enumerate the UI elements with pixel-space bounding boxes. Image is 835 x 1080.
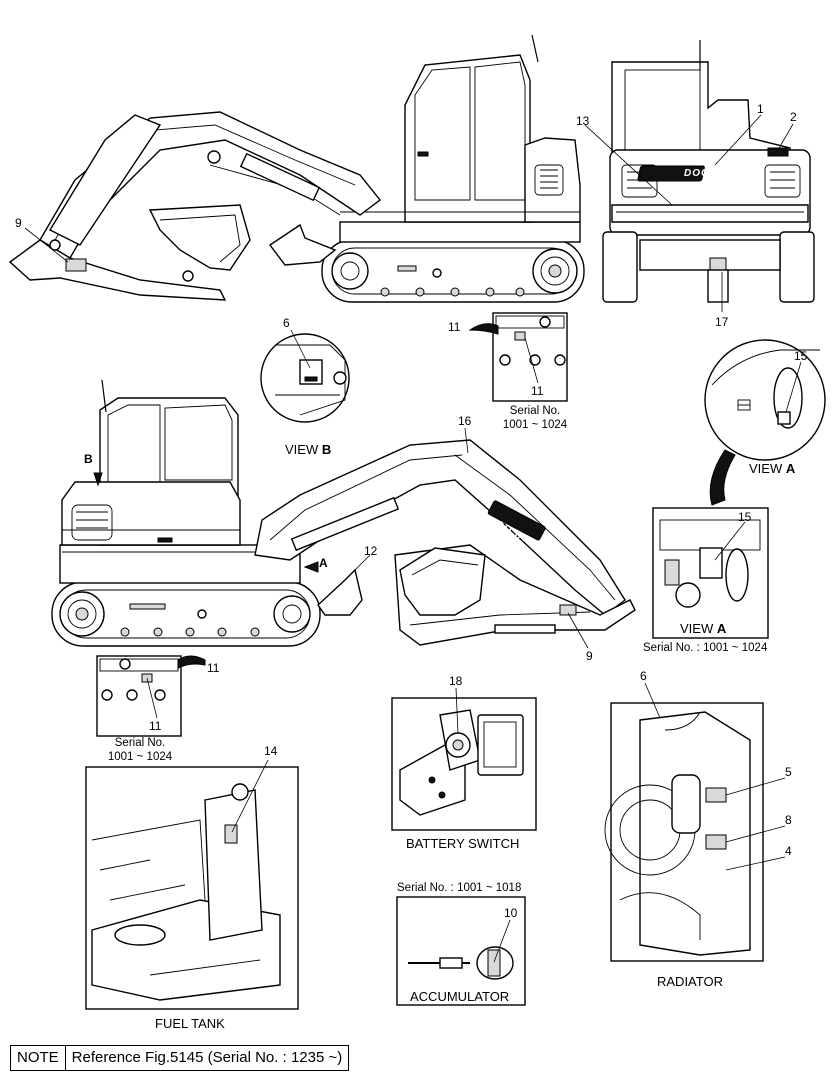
callout-15-view-a: 15	[794, 349, 808, 363]
view-b-marker: B	[84, 452, 93, 466]
brand-decal-rear: DOOSAN	[684, 168, 734, 179]
excavator-rear-view	[602, 40, 815, 303]
callout-16: 16	[458, 414, 472, 428]
note-box: NOTE Reference Fig.5145 (Serial No. : 12…	[10, 1045, 350, 1071]
caption-battery-switch: BATTERY SWITCH	[406, 836, 520, 851]
view-a-inset	[652, 507, 769, 639]
serial-label-top: Serial No.1001 ~ 1024	[502, 405, 568, 431]
callout-11-inset-top: 11	[531, 384, 544, 398]
view-a-circle	[704, 339, 826, 506]
caption-accumulator: ACCUMULATOR	[410, 989, 510, 1004]
callout-13: 13	[576, 114, 590, 128]
note-key: NOTE	[11, 1046, 66, 1070]
callout-18: 18	[449, 674, 463, 688]
callout-8: 8	[785, 813, 792, 827]
callout-10: 10	[504, 906, 518, 920]
callout-2: 2	[790, 110, 797, 124]
caption-view-a-circle: VIEW A	[749, 461, 796, 476]
excavator-side-view-top	[8, 34, 585, 303]
callout-12: 12	[364, 544, 378, 558]
serial-label-accumulator: Serial No. : 1001 ~ 1018	[397, 882, 522, 894]
excavator-side-view-middle	[51, 379, 636, 647]
callout-11-top: 11	[448, 320, 461, 334]
serial-label-view-a: Serial No. : 1001 ~ 1024	[643, 642, 768, 654]
serial-label-middle: Serial No.1001 ~ 1024	[107, 737, 173, 763]
callout-5: 5	[785, 765, 792, 779]
view-b-detail	[260, 333, 350, 423]
leader-lines	[24, 114, 802, 963]
radiator-box	[604, 702, 764, 962]
fuel-tank-box	[85, 766, 299, 1010]
callout-17: 17	[715, 315, 729, 329]
caption-view-b: VIEW B	[285, 442, 332, 457]
battery-switch-box	[391, 697, 537, 831]
caption-radiator: RADIATOR	[657, 974, 723, 989]
callout-11-middle: 11	[207, 661, 220, 675]
callout-15-inset: 15	[738, 510, 752, 524]
callout-14: 14	[264, 744, 278, 758]
caption-fuel-tank: FUEL TANK	[155, 1016, 225, 1031]
callout-9-middle: 9	[586, 649, 593, 663]
callout-6-radiator: 6	[640, 669, 647, 683]
callout-9-top: 9	[15, 216, 22, 230]
callout-4: 4	[785, 844, 792, 858]
note-text: Reference Fig.5145 (Serial No. : 1235 ~)	[71, 1049, 343, 1066]
track-detail-inset-top	[468, 312, 568, 402]
caption-view-a-inset: VIEW A	[680, 621, 727, 636]
callout-11-inset-middle: 11	[149, 719, 162, 733]
track-detail-inset-middle	[96, 655, 206, 737]
callout-1: 1	[757, 102, 764, 116]
accumulator-box	[396, 896, 526, 1006]
callout-6-view-b: 6	[283, 316, 290, 330]
view-a-marker: A	[319, 556, 328, 570]
